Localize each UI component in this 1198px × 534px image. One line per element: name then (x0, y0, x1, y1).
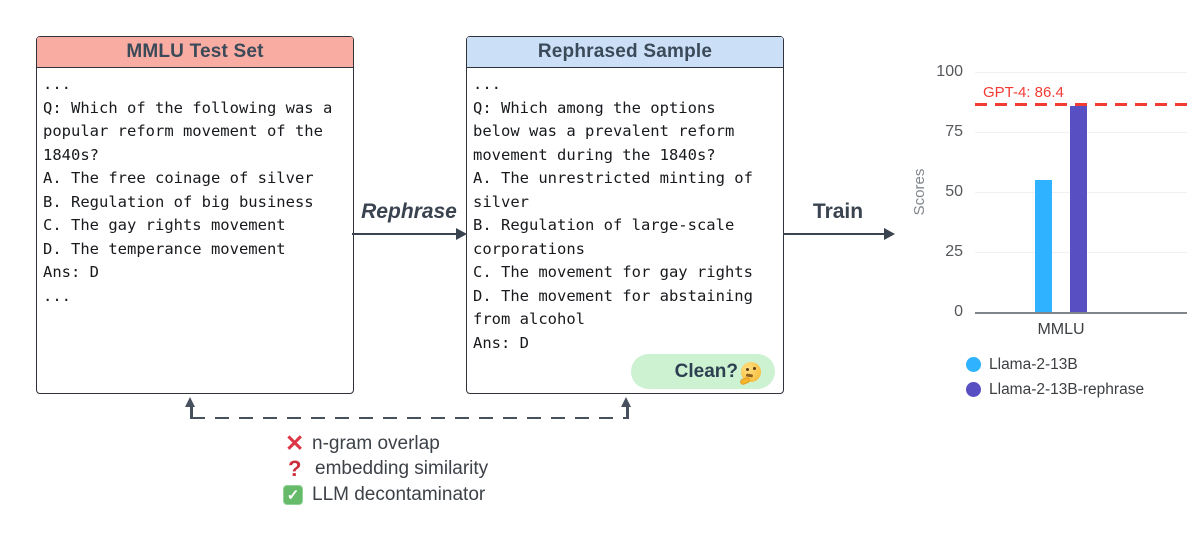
rephrase-arrow-label: Rephrase (361, 200, 457, 223)
clean-badge: Clean? (630, 354, 775, 389)
legend-dot-icon (966, 382, 981, 397)
y-axis-ticks: 0 25 50 75 100 (905, 63, 963, 320)
detector-label: embedding similarity (315, 457, 489, 479)
clean-badge-label: Clean? (674, 360, 738, 382)
chart-plot-area: GPT-4: 86.4 (975, 72, 1187, 314)
legend-item: Llama-2-13B-rephrase (966, 377, 1144, 402)
connector-left-arrowhead-icon (185, 397, 195, 407)
detector-label: LLM decontaminator (312, 483, 486, 505)
rephrased-card-header: Rephrased Sample (467, 37, 783, 68)
bar-llama-2-13b-rephrase (1070, 105, 1087, 312)
connector-left-vline (190, 406, 193, 419)
mmlu-test-set-card: MMLU Test Set ... Q: Which of the follow… (36, 36, 354, 394)
bar-llama-2-13b (1035, 180, 1052, 312)
x-axis-line (975, 312, 1187, 314)
rephrase-arrow-icon (352, 228, 467, 240)
chart-legend: Llama-2-13B Llama-2-13B-rephrase (966, 352, 1144, 402)
detector-label: n-gram overlap (312, 432, 440, 454)
mmlu-card-header: MMLU Test Set (37, 37, 353, 68)
y-tick-label: 0 (954, 303, 963, 320)
rephrased-card-body: ... Q: Which among the options below was… (473, 75, 753, 352)
red-question-icon: ? (288, 455, 302, 481)
detector-embedding-similarity: ? embedding similarity (285, 456, 488, 481)
connector-right-vline (626, 406, 629, 419)
detector-llm-decontaminator: ✓ LLM decontaminator (283, 482, 485, 507)
thinking-face-emoji (739, 361, 761, 386)
train-arrow-label: Train (812, 200, 864, 223)
legend-label: Llama-2-13B (989, 355, 1078, 373)
y-tick-label: 50 (945, 183, 963, 200)
legend-dot-icon (966, 357, 981, 372)
gpt4-reference-label: GPT-4: 86.4 (983, 83, 1064, 101)
connector-right-arrowhead-icon (621, 397, 631, 407)
train-arrow-icon (783, 228, 895, 240)
rephrased-sample-card: Rephrased Sample ... Q: Which among the … (466, 36, 784, 394)
detector-ngram-overlap: ✕ n-gram overlap (285, 431, 440, 456)
legend-label: Llama-2-13B-rephrase (989, 380, 1145, 398)
connector-dashed-line (191, 416, 629, 420)
x-axis-category-label: MMLU (1037, 321, 1085, 338)
grid-line (975, 72, 1187, 73)
y-tick-label: 100 (936, 63, 963, 80)
green-check-icon: ✓ (283, 484, 312, 505)
y-tick-label: 75 (945, 123, 963, 140)
y-tick-label: 25 (945, 243, 963, 260)
gpt4-reference-line (975, 103, 1187, 107)
mmlu-card-body: ... Q: Which of the following was a popu… (43, 75, 333, 305)
legend-item: Llama-2-13B (966, 352, 1144, 377)
red-cross-icon: ✕ (285, 430, 305, 456)
